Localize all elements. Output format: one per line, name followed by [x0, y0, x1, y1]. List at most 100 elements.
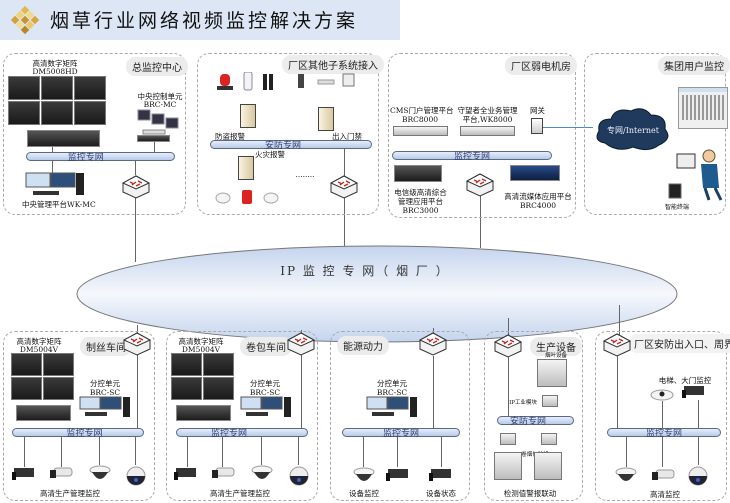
zone-production	[484, 331, 583, 501]
bus-label: 安防专网	[264, 141, 302, 151]
ip-module-device	[500, 433, 516, 445]
monitor-screen	[11, 377, 42, 400]
telecom-model: BRC3000	[402, 206, 439, 215]
matrix-name: 高清数字矩阵	[16, 337, 62, 346]
monitor-screen	[171, 353, 202, 376]
monitoring-screen-popup	[678, 87, 728, 129]
cms-name: CMS门户管理平台	[390, 106, 454, 115]
matrix-model: DM5004V	[19, 345, 59, 354]
box-camera-icon	[386, 469, 408, 481]
zone-central-monitoring	[3, 53, 186, 215]
monitor-screen	[171, 377, 202, 400]
matrix-model: DM5004V	[181, 345, 221, 354]
bus-label: 监控专网	[210, 429, 248, 439]
zone-group-user	[584, 53, 726, 215]
trunk-link-perimeter	[619, 305, 620, 335]
monitor-screen	[8, 76, 40, 100]
zone-subsystems	[197, 53, 379, 215]
link	[698, 437, 699, 465]
bus-label: 监控专网	[453, 152, 491, 162]
link	[154, 142, 155, 152]
cameras-label: 高清生产管理监控	[210, 489, 270, 498]
control-keyboard-monitors-icon	[137, 109, 179, 135]
header-banner	[0, 0, 400, 40]
monitor-screen	[41, 76, 73, 100]
control-unit-name: 中央控制单元	[137, 92, 183, 101]
link	[662, 401, 663, 428]
bullet-camera-icon	[212, 467, 235, 478]
zone-label-perimeter: 厂区安防出入口、周界	[628, 334, 730, 353]
ptz-camera-icon	[126, 466, 146, 486]
sub-unit-model: BRC-SC	[89, 388, 121, 397]
tobacco-equipment-device	[537, 359, 567, 387]
guard-name: 守望者全业务管理	[457, 106, 518, 115]
bus-central: 监控专网	[26, 152, 175, 163]
internet-cloud-icon	[596, 108, 669, 151]
access-label: 出入门禁	[332, 132, 362, 141]
monitor-screen	[74, 101, 106, 125]
fire-alarm-host	[238, 156, 254, 180]
stream-platform-device	[510, 165, 560, 181]
bullet-camera-icon	[50, 467, 73, 478]
dome-camera-icon	[615, 467, 637, 481]
monitor-screen	[43, 353, 74, 376]
link	[222, 437, 223, 467]
cig-machine-device	[534, 452, 562, 480]
link	[99, 437, 100, 465]
ip-core-network-label: IP 监 控 专 网（ 烟 厂 ）	[280, 264, 450, 278]
smart-terminal-label: 智能终端	[664, 204, 689, 211]
link	[24, 437, 25, 467]
operator-workstation-icon	[668, 149, 723, 201]
zone-label-subsystems: 厂区其他子系统接入	[282, 55, 384, 74]
stream-model: BRC4000	[520, 201, 556, 210]
control-unit-model: BRC-MC	[143, 100, 177, 109]
network-switch-icon	[122, 175, 150, 199]
box-camera-icon	[682, 386, 704, 398]
network-switch-icon	[603, 333, 631, 357]
box-camera-icon	[429, 469, 451, 481]
link	[433, 356, 434, 428]
bus-perimeter: 监控专网	[607, 428, 721, 439]
monitor-screen	[8, 101, 40, 125]
matrix-name: 高清数字矩阵	[32, 59, 78, 68]
monitor-screen	[203, 377, 234, 400]
zone-label-production: 生产设备	[530, 337, 582, 356]
zone-perimeter	[595, 331, 727, 501]
monitor-screen	[74, 76, 106, 100]
cms-server	[393, 126, 448, 136]
ip-module-device	[541, 433, 557, 445]
sub-control-workstation-icon	[366, 396, 417, 417]
sub-control-workstation-icon	[240, 396, 291, 417]
ip-module-label: IP工业模块	[509, 400, 537, 406]
zone-roll-workshop	[166, 331, 318, 501]
ptz-camera-icon	[688, 466, 708, 486]
matrix-model: DM5008HD	[32, 67, 78, 76]
management-platform-label: 中央管理平台WK-MC	[22, 200, 96, 209]
telecom-line2: 管理应用平台	[398, 197, 443, 206]
bus-label: 监控专网	[66, 429, 103, 439]
sub-unit-name: 分控单元	[377, 379, 407, 388]
dome-camera-icon	[353, 467, 375, 481]
network-switch-icon	[123, 332, 151, 356]
ip-module-device	[542, 395, 558, 407]
network-switch-icon	[330, 175, 358, 199]
device-monitor-label: 设备监控	[349, 489, 379, 498]
zone-label-server-room: 厂区弱电机房	[505, 56, 577, 75]
hd-monitor-label: 高清监控	[650, 490, 680, 499]
link	[363, 437, 364, 467]
bus-roll: 监控专网	[176, 428, 308, 439]
cms-model: BRC8000	[402, 115, 438, 124]
management-workstation-icon	[25, 172, 84, 195]
bus-wire: 监控专网	[12, 428, 144, 439]
gateway-device	[531, 118, 543, 134]
link	[301, 350, 302, 428]
guard-server	[460, 126, 515, 136]
matrix-name: 高清数字矩阵	[178, 337, 224, 346]
zone-label-wire: 制丝车间	[80, 337, 132, 356]
device-status-label: 设备状态	[426, 489, 456, 498]
bus-energy: 监控专网	[342, 428, 460, 439]
bus-production: 安防专网	[497, 416, 574, 427]
sub-unit-name: 分控单元	[250, 379, 280, 388]
dome-camera-icon	[251, 465, 273, 479]
monitor-screen	[11, 353, 42, 376]
